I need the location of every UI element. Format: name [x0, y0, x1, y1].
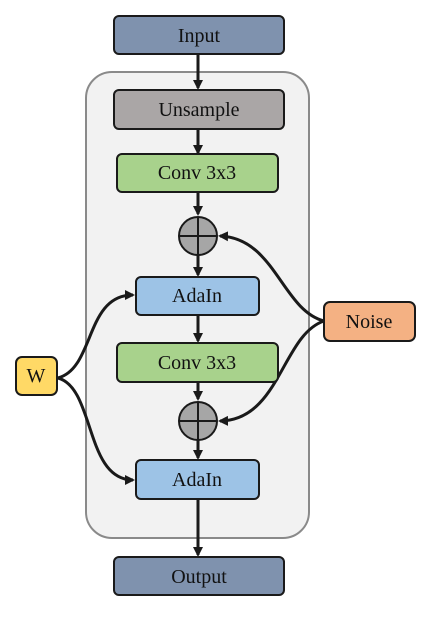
- arrow-w-to-adain1: [57, 290, 135, 380]
- upsample-label: Unsample: [158, 99, 239, 121]
- adain2-node: AdaIn: [135, 459, 260, 500]
- w-label: W: [27, 365, 46, 387]
- conv2-node: Conv 3x3: [116, 342, 279, 383]
- noise-label: Noise: [346, 311, 393, 333]
- adain2-label: AdaIn: [172, 469, 222, 491]
- adain1-node: AdaIn: [135, 276, 260, 316]
- input-node: Input: [113, 15, 285, 55]
- conv1-label: Conv 3x3: [158, 162, 236, 184]
- sum-node-2: [178, 401, 218, 441]
- w-node: W: [15, 356, 58, 396]
- sum-node-1: [178, 216, 218, 256]
- output-node: Output: [113, 556, 285, 596]
- arrow-w-to-adain2: [57, 376, 135, 485]
- adain1-label: AdaIn: [172, 285, 222, 307]
- conv1-node: Conv 3x3: [116, 153, 279, 193]
- input-label: Input: [178, 25, 221, 47]
- side-path-arrows: [57, 231, 325, 485]
- output-label: Output: [171, 566, 227, 588]
- arrow-noise-to-sum1: [218, 231, 325, 323]
- noise-node: Noise: [323, 301, 416, 342]
- upsample-node: Unsample: [113, 89, 285, 130]
- conv2-label: Conv 3x3: [158, 352, 236, 374]
